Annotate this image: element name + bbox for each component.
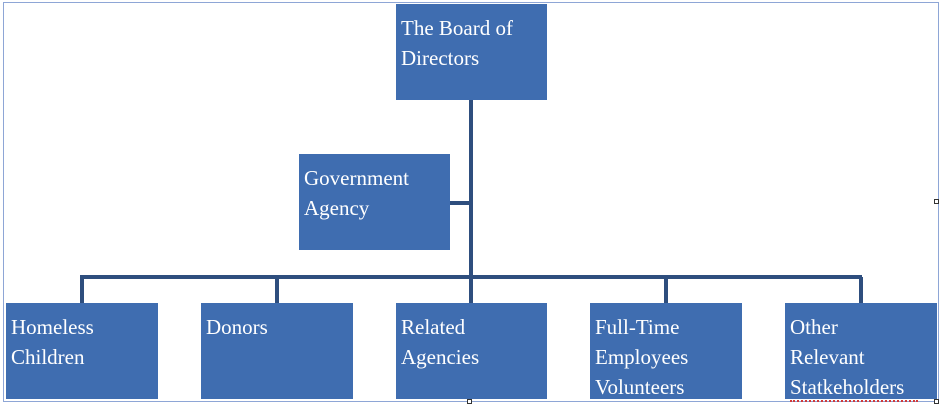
node-donors[interactable]: Donors: [201, 303, 353, 399]
node-board-of-directors[interactable]: The Board of Directors: [396, 4, 547, 100]
resize-handle-bottom-right[interactable]: [934, 399, 939, 404]
resize-handle-right[interactable]: [934, 199, 939, 204]
node-government-agency[interactable]: Government Agency: [299, 154, 450, 250]
resize-handle-bottom[interactable]: [467, 399, 472, 404]
spellcheck-underline: [790, 397, 918, 402]
node-related-agencies[interactable]: Related Agencies: [396, 303, 547, 399]
node-homeless-children[interactable]: Homeless Children: [6, 303, 158, 399]
node-full-time-employees-volunteers[interactable]: Full-Time Employees Volunteers: [590, 303, 742, 399]
node-other-relevant-stakeholders[interactable]: Other Relevant Statkeholders: [785, 303, 937, 399]
